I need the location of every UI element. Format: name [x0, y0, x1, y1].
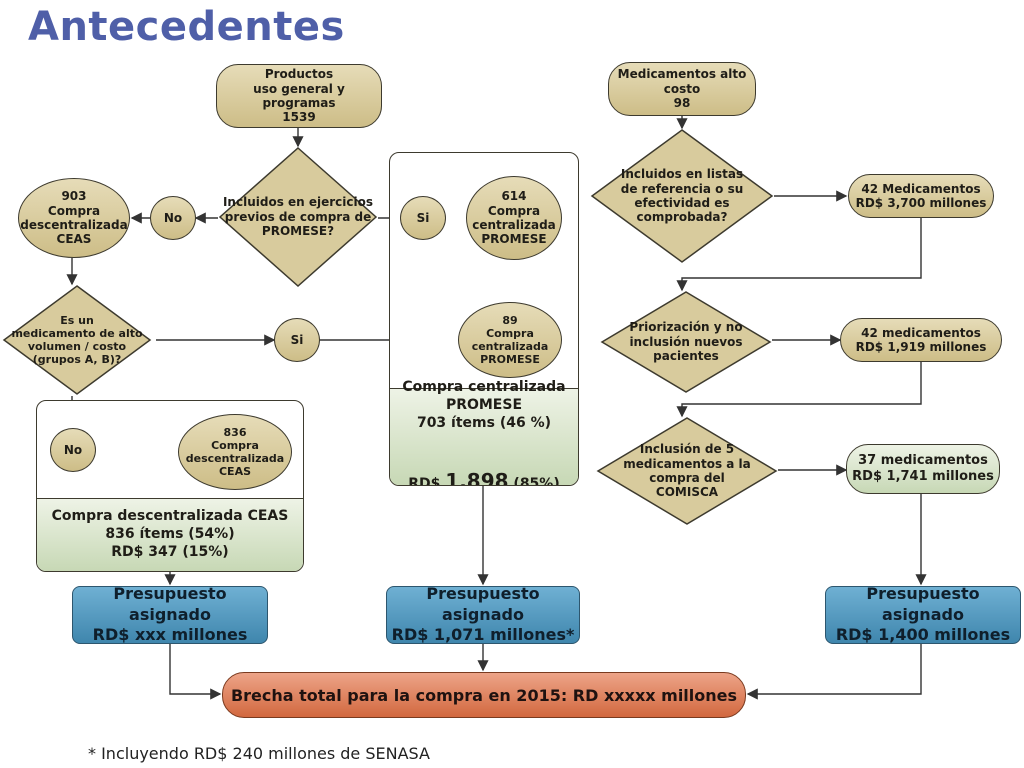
- decision-priorizacion[interactable]: Priorización y no inclusión nuevos pacie…: [600, 290, 772, 394]
- promese-summary: Compra centralizada PROMESE 703 ítems (4…: [390, 379, 578, 486]
- node-no-2[interactable]: No: [50, 428, 96, 472]
- node-productos[interactable]: Productos uso general y programas 1539: [216, 64, 382, 128]
- node-37-medicamentos[interactable]: 37 medicamentos RD$ 1,741 millones: [846, 444, 1000, 494]
- node-ceas-836[interactable]: 836 Compra descentralizada CEAS: [178, 414, 292, 490]
- node-promese-614[interactable]: 614 Compra centralizada PROMESE: [466, 176, 562, 260]
- node-si-2[interactable]: Si: [274, 318, 320, 362]
- node-promese-89[interactable]: 89 Compra centralizada PROMESE: [458, 302, 562, 378]
- node-si-1[interactable]: Si: [400, 196, 446, 240]
- node-no-1[interactable]: No: [150, 196, 196, 240]
- footnote: * Incluyendo RD$ 240 millones de SENASA: [88, 744, 430, 763]
- decision-listas-referencia[interactable]: Incluidos en listas de referencia o su e…: [590, 128, 774, 264]
- link-left-gap: [169, 644, 222, 700]
- decision-inclusion-5[interactable]: Inclusión de 5 medicamentos a la compra …: [596, 416, 778, 526]
- link-right-gap: [746, 644, 922, 700]
- budget-left[interactable]: Presupuesto asignado RD$ xxx millones: [72, 584, 268, 644]
- node-42-medicamentos-b[interactable]: 42 medicamentos RD$ 1,919 millones: [840, 318, 1002, 362]
- decision-alto-volumen[interactable]: Es un medicamento de alto volumen / cost…: [2, 284, 152, 396]
- link-42-q4: [676, 218, 922, 292]
- link-42b-q5: [676, 362, 922, 418]
- node-medicamentos-alto-costo[interactable]: Medicamentos alto costo 98: [608, 62, 756, 116]
- node-ceas-903[interactable]: 903 Compra descentralizada CEAS: [18, 178, 130, 258]
- budget-middle[interactable]: Presupuesto asignado RD$ 1,071 millones*: [386, 584, 580, 644]
- page-title: Antecedentes: [28, 4, 345, 50]
- ceas-summary: Compra descentralizada CEAS 836 ítems (5…: [37, 498, 303, 571]
- gap-text: Brecha total para la compra en 2015: RD …: [230, 685, 738, 705]
- gap-total[interactable]: Brecha total para la compra en 2015: RD …: [222, 672, 746, 718]
- promese-summary-amount: RD$ 1,898 (85%): [408, 468, 560, 486]
- promese-summary-text: Compra centralizada PROMESE 703 ítems (4…: [402, 379, 566, 432]
- budget-right[interactable]: Presupuesto asignado RD$ 1,400 millones: [825, 584, 1021, 644]
- node-42-medicamentos[interactable]: 42 Medicamentos RD$ 3,700 millones: [848, 174, 994, 218]
- decision-incluidos-promese[interactable]: Incluidos en ejercicios previos de compr…: [218, 146, 378, 288]
